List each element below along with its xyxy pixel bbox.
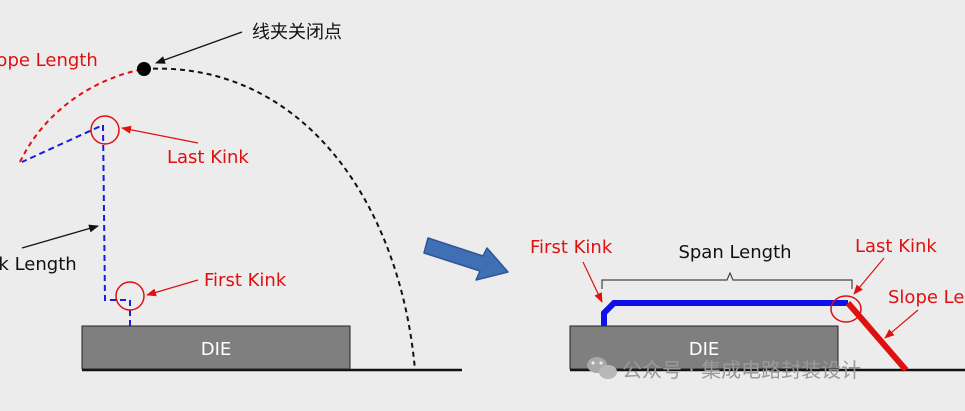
first-kink-label-left: First Kink [204,270,287,291]
left-die [81,325,351,370]
wechat-icon [587,357,617,379]
first-kink-label-right: First Kink [530,237,613,258]
close-trajectory [143,67,416,371]
transition-arrow [423,237,509,281]
right-die [569,325,839,370]
right-die-label: DIE [689,339,720,360]
left-die-label: DIE [201,339,232,360]
watermark: 公众号 · 集成电路封装设计 [587,357,861,382]
neck-length-arrow [21,224,99,249]
close-point-arrow [155,31,243,64]
last-kink-arrow [121,125,199,144]
close-point-dot [137,62,151,76]
slope-length-label-left: Slope Length [0,50,98,71]
wire-red-slope [845,301,909,372]
right-diagram: DIE First Kink Span Length Last Kink Slo… [530,236,965,372]
left-diagram: DIE 线夹关闭点 Slope Length Last Kink First K… [0,22,462,372]
neck-length-label: Neck Length [0,254,77,275]
wire-blue [601,300,848,326]
last-kink-label-right: Last Kink [855,236,937,257]
close-point-label: 线夹关闭点 [252,22,342,43]
last-kink-label-left: Last Kink [167,147,249,168]
slope-length-arrow-right [884,309,919,339]
first-kink-arrow [146,279,199,297]
last-kink-circle [90,115,120,145]
slope-length-arc [19,68,145,163]
watermark-text: 公众号 · 集成电路封装设计 [622,358,861,382]
span-length-label: Span Length [678,242,791,263]
first-kink-circle [115,281,145,311]
first-kink-arrow-right [582,261,603,303]
wire-path-dashed [21,123,131,326]
last-kink-circle-right [830,295,862,323]
slope-length-label-right: Slope Length [888,287,965,308]
span-bracket [601,271,853,289]
last-kink-arrow-right [853,257,885,295]
